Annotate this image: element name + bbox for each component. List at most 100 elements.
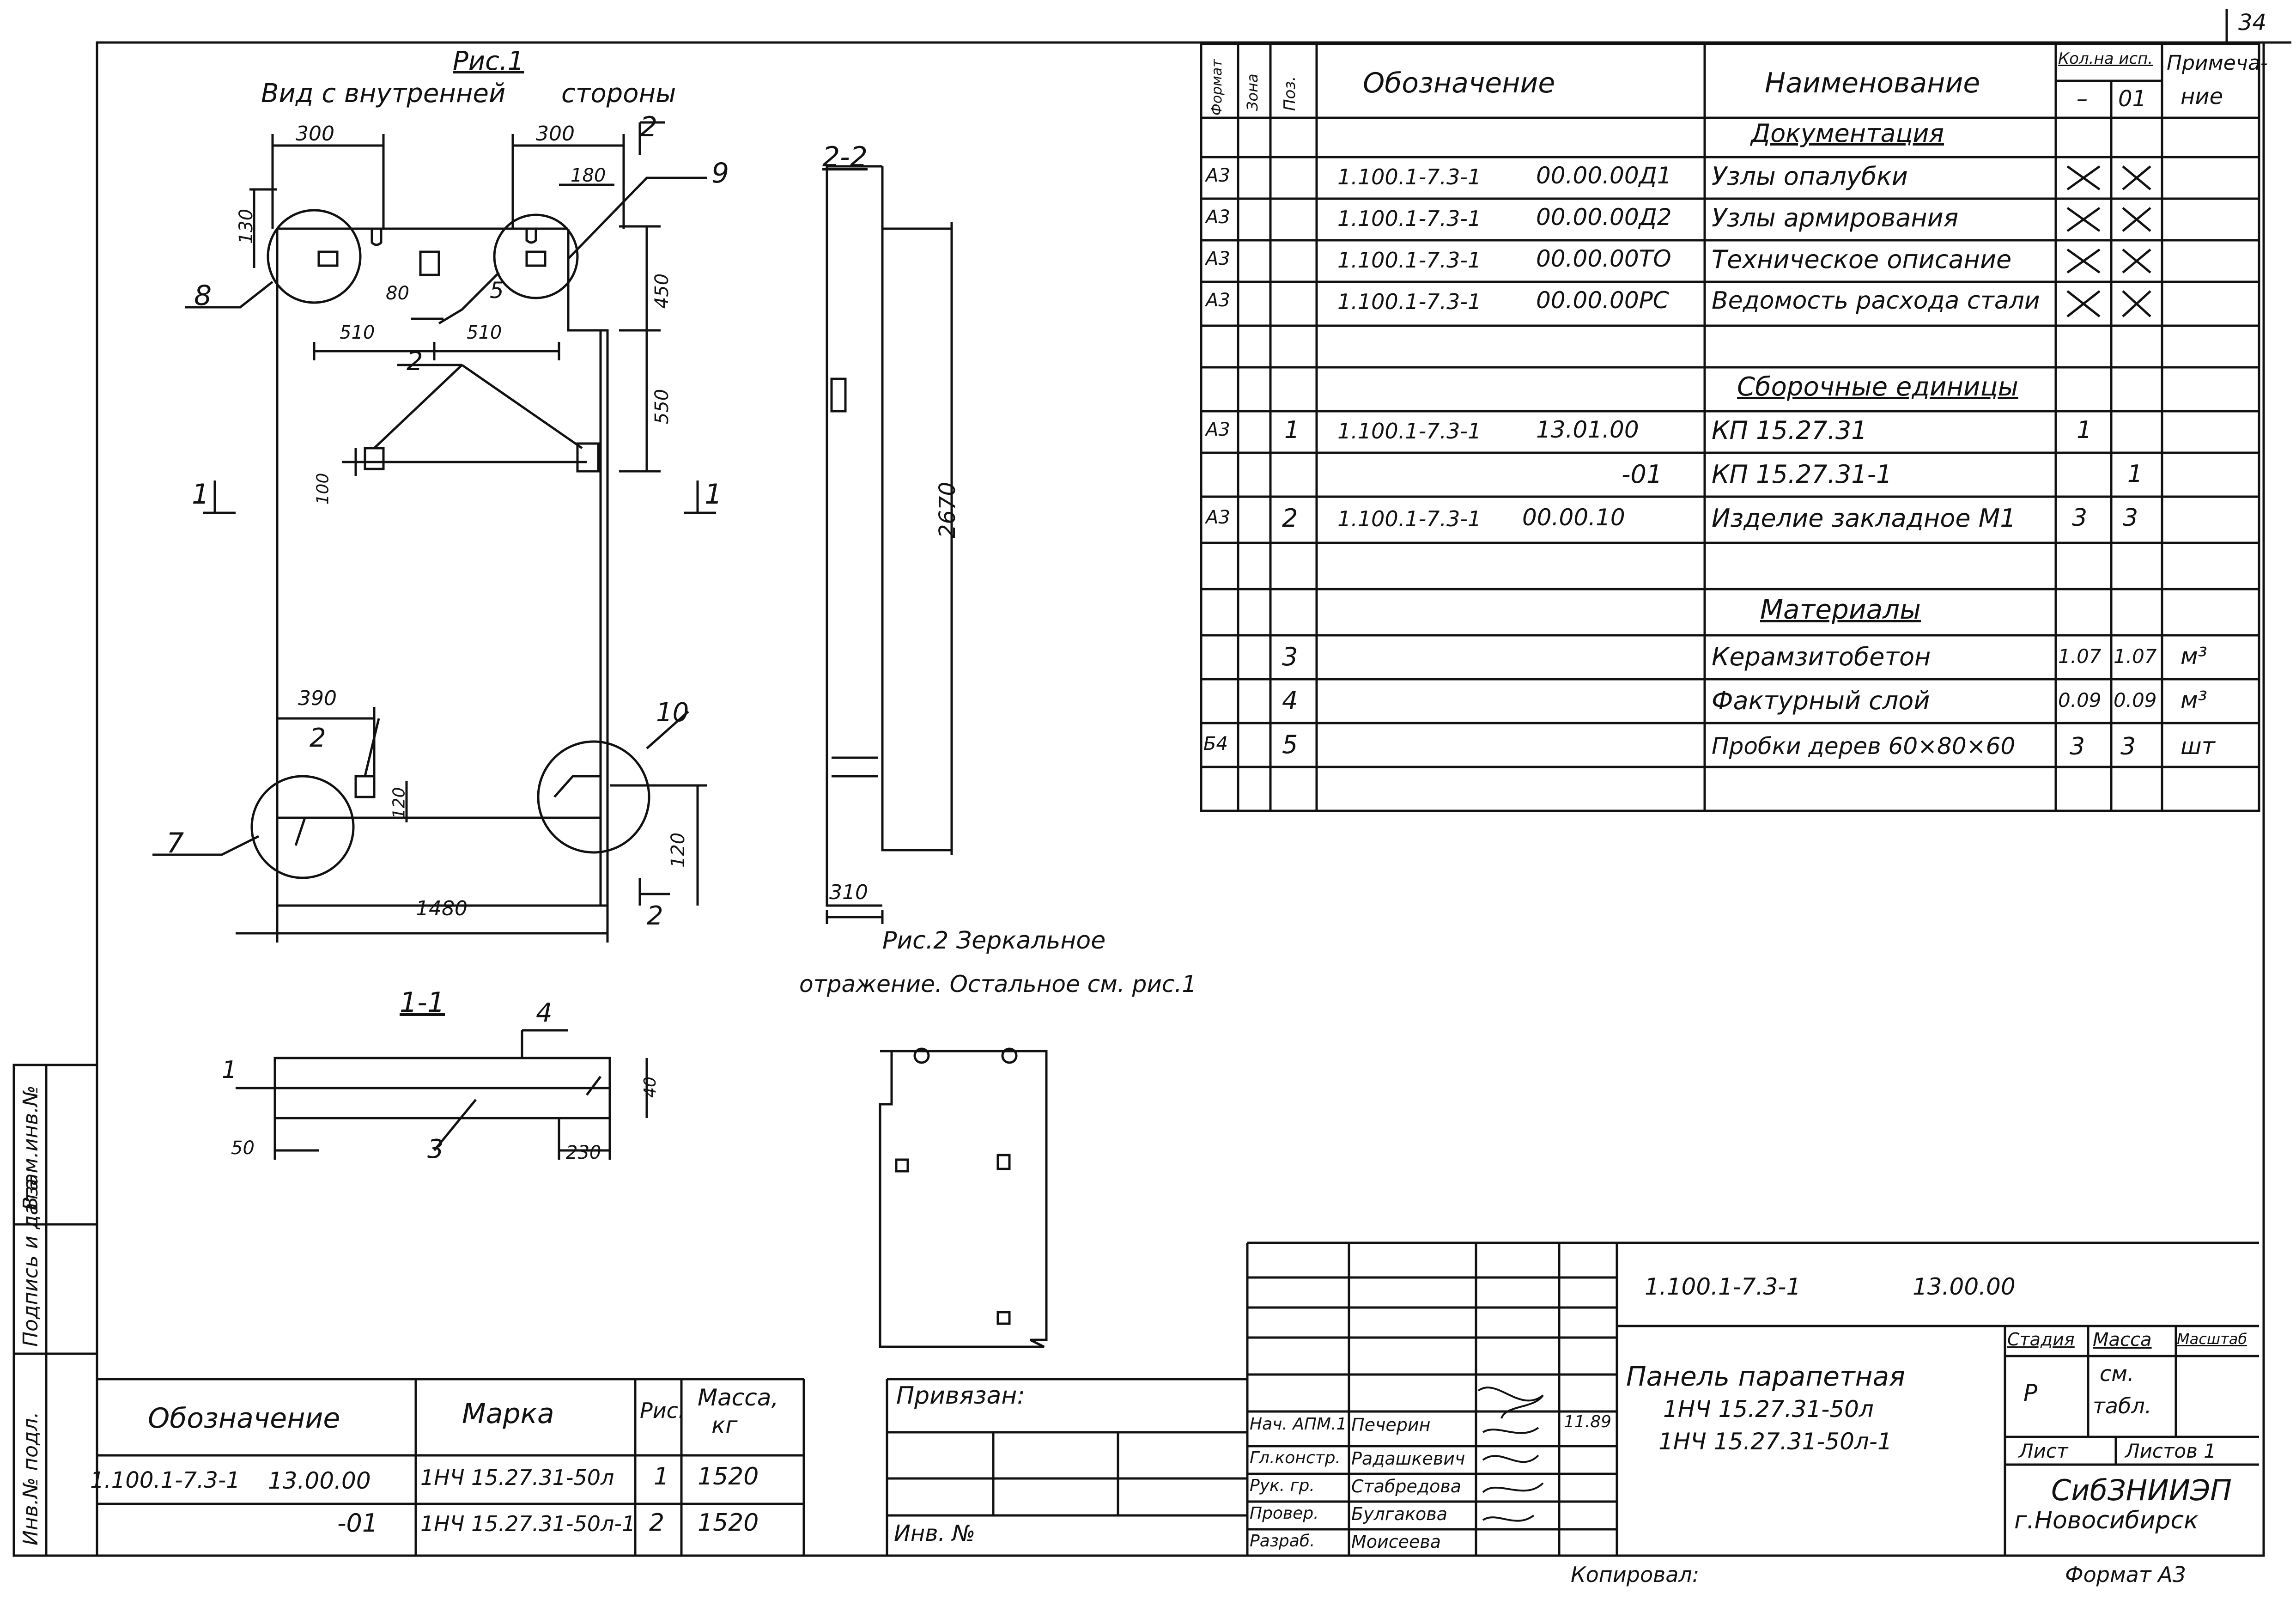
label-2-bottom: 2 (647, 901, 663, 931)
spec-row12-q1: 1.07 (2058, 645, 2102, 668)
label-7: 7 (166, 827, 184, 859)
spec-row2-fmt: А3 (1206, 207, 1230, 228)
spec-row7-pos: 1 (1284, 416, 1300, 444)
dim-450: 450 (651, 273, 673, 309)
dim-180: 180 (571, 165, 606, 186)
dim-550: 550 (651, 389, 673, 425)
marks-h-mark: Марка (462, 1398, 554, 1430)
spec-row7-fmt: А3 (1206, 419, 1230, 440)
dim-310: 310 (829, 881, 868, 904)
spec-row14-q1: 3 (2070, 733, 2085, 760)
spec-row8-name: КП 15.27.31-1 (1712, 460, 1892, 489)
spec-h-qty-a: – (2077, 86, 2088, 112)
fig1-subtitle-2: стороны (561, 79, 676, 109)
section-2-2 (826, 165, 953, 924)
signatures (1477, 1387, 1544, 1522)
spec-row4-code: 1.100.1-7.3-1 (1337, 289, 1482, 314)
label-2-lower: 2 (310, 723, 326, 753)
person-2-name: Радашкевич (1351, 1448, 1465, 1469)
spec-row12-pos: 3 (1282, 642, 1298, 671)
label-2-mid: 2 (407, 347, 423, 377)
dim-120-a: 120 (389, 787, 409, 819)
spec-row8-q2: 1 (2127, 460, 2143, 488)
spec-row9-q2: 3 (2123, 504, 2138, 532)
signature-5 (1482, 1515, 1535, 1522)
spec-row3-code: 1.100.1-7.3-1 (1337, 248, 1482, 273)
sheet-number: 34 (2238, 10, 2267, 36)
dim-100: 100 (313, 473, 333, 505)
spec-grid (1200, 43, 2260, 812)
dim-510-left: 510 (340, 322, 375, 343)
title-mass-header: Масса (2093, 1329, 2152, 1350)
dim-80: 80 (386, 283, 409, 304)
marks-row1-mass: 1520 (698, 1463, 759, 1490)
dim-130: 130 (236, 208, 257, 244)
side-stamp-signature-date: Подпись и дата (19, 1178, 43, 1347)
binding-grid (886, 1378, 1247, 1556)
signature-3 (1482, 1454, 1539, 1463)
title-mass-value-2: табл. (2093, 1393, 2152, 1418)
person-3-role: Рук. гр. (1250, 1476, 1315, 1495)
spec-row4-fmt: А3 (1206, 290, 1230, 311)
sheet-format: Формат А3 (2065, 1562, 2186, 1587)
label-8: 8 (194, 280, 212, 312)
spec-section-materials: Материалы (1760, 594, 1921, 625)
binding-label: Привязан: (896, 1382, 1025, 1410)
spec-section-assemblies: Сборочные единицы (1737, 372, 2018, 402)
label-1-left: 1 (192, 478, 210, 511)
label-5: 5 (490, 278, 504, 304)
spec-row2-sub: 00.00.00Д2 (1536, 204, 1672, 231)
spec-row14-note: шт (2181, 733, 2215, 760)
fig2-caption-1: Рис.2 Зеркальное (882, 927, 1106, 955)
fig2-outline (879, 1047, 1048, 1348)
label-3: 3 (427, 1134, 444, 1164)
title-org-1: СибЗНИИЭП (2051, 1473, 2232, 1507)
section-1-1 (236, 1029, 648, 1160)
title-sheets-header: Листов 1 (2125, 1440, 2216, 1462)
title-sheet-header: Лист (2019, 1440, 2068, 1462)
marks-row1-code: 1.100.1-7.3-1 (90, 1467, 240, 1493)
signature-4 (1482, 1482, 1544, 1493)
spec-row3-fmt: А3 (1206, 248, 1230, 269)
label-2-top: 2 (640, 111, 658, 143)
spec-row9-code: 1.100.1-7.3-1 (1337, 506, 1482, 531)
person-5-name: Моисеева (1351, 1532, 1441, 1552)
person-1-name: Печерин (1351, 1415, 1431, 1435)
spec-row7-q1: 1 (2077, 416, 2092, 444)
marks-h-fig: Рис. (640, 1398, 685, 1423)
marks-h-mass: Масса, (698, 1384, 779, 1411)
copied-by: Копировал: (1571, 1562, 1700, 1587)
spec-h-zone: Зона (1244, 73, 1261, 111)
dim-120-b: 120 (668, 832, 689, 868)
spec-row1-code: 1.100.1-7.3-1 (1337, 164, 1482, 189)
spec-h-name: Наименование (1765, 67, 1980, 99)
section-1-1-title: 1-1 (400, 986, 445, 1019)
title-grid (1246, 1241, 2259, 1556)
sheet-frame (96, 41, 2265, 1557)
marks-row2-sub: -01 (337, 1509, 378, 1538)
marks-row2-mark: 1НЧ 15.27.31-50л-1 (420, 1511, 636, 1536)
spec-h-qty-b: 01 (2118, 86, 2147, 112)
spec-h-pos: Поз. (1281, 76, 1299, 111)
label-9: 9 (711, 157, 729, 189)
marks-grid (97, 1378, 805, 1556)
fig1-panel (152, 121, 716, 943)
spec-h-note-2: ние (2181, 84, 2223, 109)
section-2-2-title: 2-2 (822, 141, 868, 173)
spec-row7-sub: 13.01.00 (1536, 416, 1639, 443)
dim-390: 390 (298, 687, 337, 710)
title-mass-value-1: см. (2100, 1361, 2134, 1386)
marks-row2-fig: 2 (649, 1509, 665, 1537)
title-stage-value: Р (2023, 1380, 2038, 1406)
side-stamp-frame (12, 1064, 98, 1557)
spec-cross-marks (2066, 165, 2151, 317)
spec-row13-note: м³ (2181, 687, 2207, 713)
dim-50: 50 (231, 1137, 255, 1159)
spec-row13-pos: 4 (1282, 686, 1298, 715)
title-name-1: Панель парапетная (1626, 1361, 1906, 1392)
spec-row9-sub: 00.00.10 (1522, 504, 1625, 531)
spec-row13-q1: 0.09 (2058, 689, 2102, 712)
dim-300-right: 300 (536, 122, 575, 146)
person-5-role: Разраб. (1250, 1532, 1315, 1551)
